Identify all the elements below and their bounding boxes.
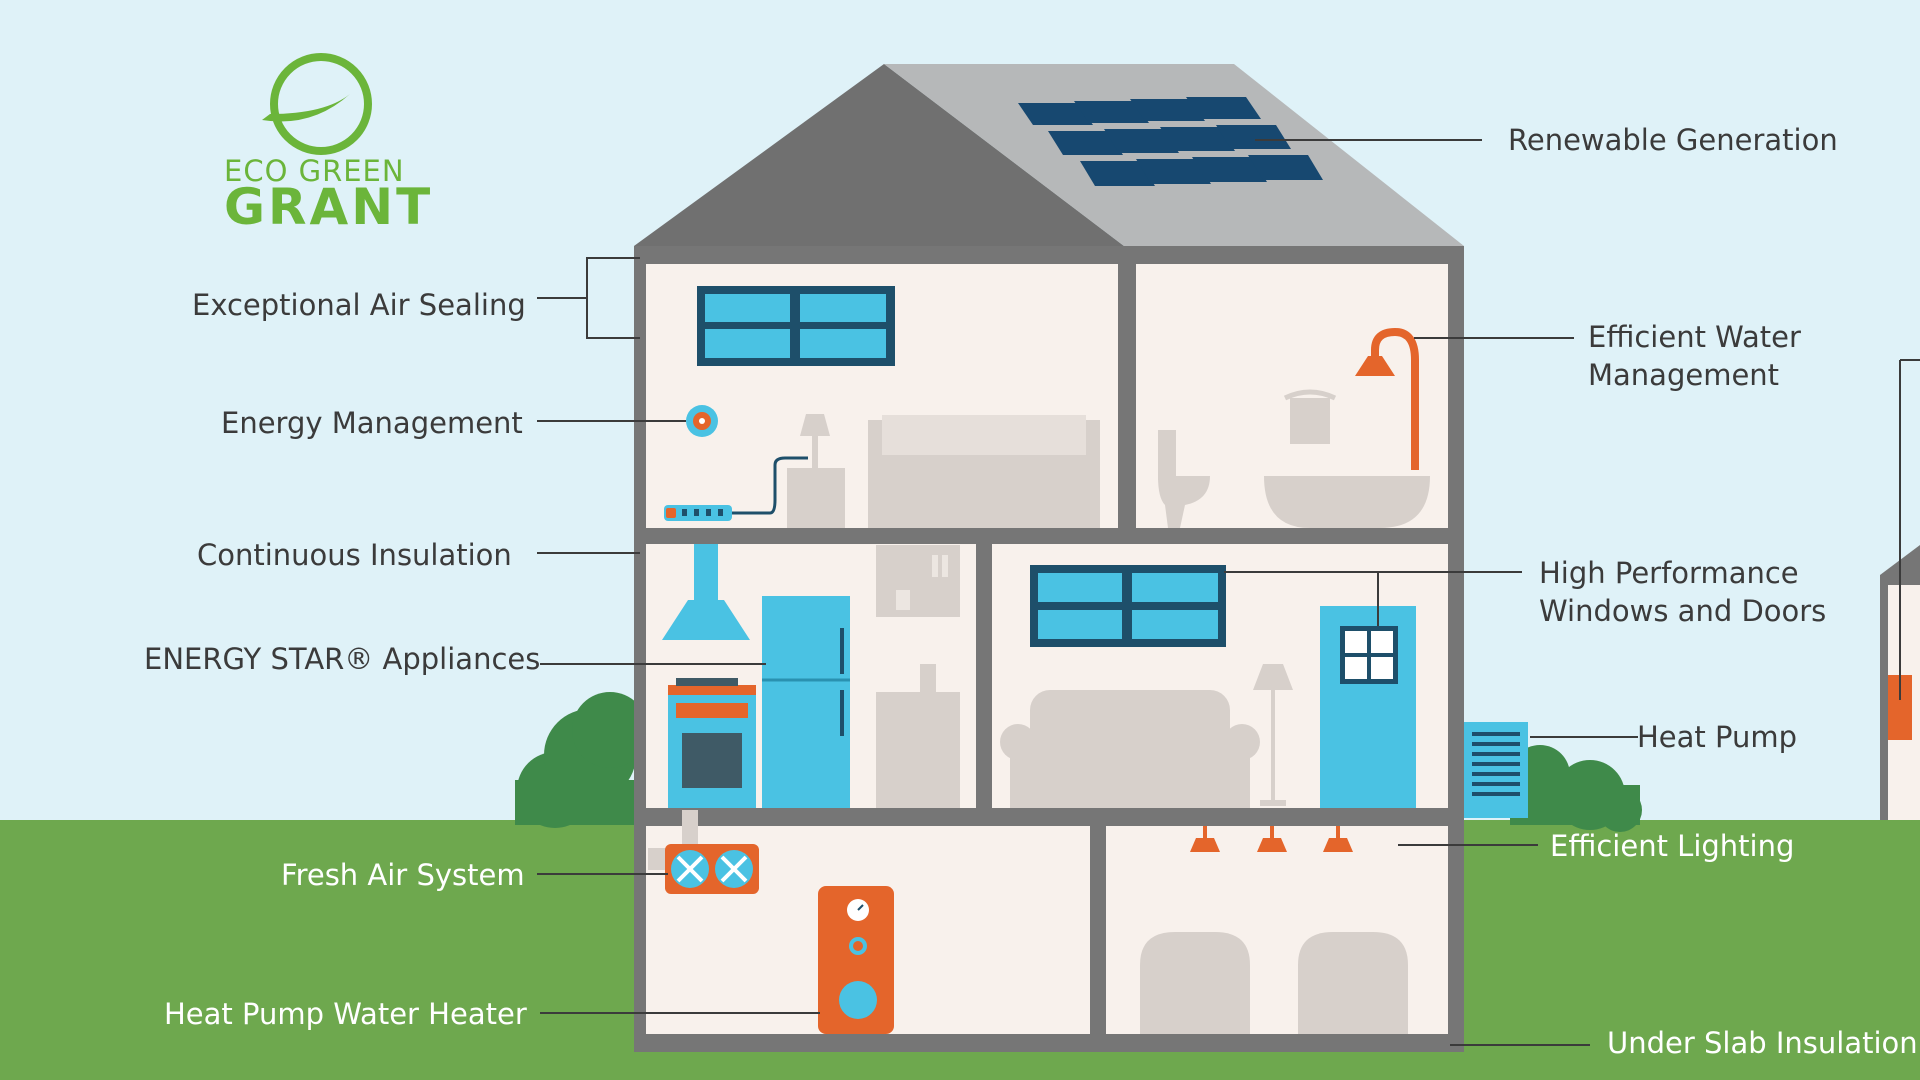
label-efficient-water-line1: Efficient Water — [1588, 320, 1801, 354]
leader-lines — [537, 139, 1638, 1046]
living-room-furniture — [1000, 664, 1293, 808]
range-hood — [662, 544, 750, 640]
label-continuous-insulation: Continuous Insulation — [197, 538, 512, 572]
label-energy-star-appliances: ENERGY STAR® Appliances — [144, 642, 541, 676]
kitchen-shelves — [876, 545, 960, 808]
label-renewable-generation: Renewable Generation — [1508, 123, 1838, 157]
label-windows-doors-line1: High Performance — [1539, 556, 1799, 590]
bedroom-furniture — [787, 414, 1100, 528]
stove[interactable] — [668, 678, 756, 808]
label-efficient-water-line2: Management — [1588, 358, 1780, 392]
logo-text-line1: ECO GREEN — [224, 154, 405, 188]
label-windows-doors-line2: Windows and Doors — [1539, 594, 1827, 628]
heat-pump-water-heater[interactable] — [818, 886, 894, 1034]
garage-furniture — [1140, 932, 1408, 1034]
label-fresh-air-system: Fresh Air System — [281, 858, 525, 892]
logo-text-line2: GRANT — [224, 178, 434, 236]
label-heat-pump: Heat Pump — [1637, 720, 1798, 754]
roof-left — [634, 64, 1124, 246]
label-efficient-lighting: Efficient Lighting — [1550, 829, 1795, 863]
label-air-sealing: Exceptional Air Sealing — [192, 288, 526, 322]
left-bush — [515, 692, 648, 828]
smart-power-strip — [664, 456, 808, 521]
right-bush — [1510, 745, 1642, 832]
label-energy-management: Energy Management — [221, 406, 523, 440]
label-heat-pump-water-heater: Heat Pump Water Heater — [164, 997, 527, 1031]
neighbor-house — [1880, 359, 1920, 820]
label-under-slab-insulation: Under Slab Insulation — [1607, 1026, 1918, 1060]
refrigerator[interactable] — [762, 596, 850, 808]
thermostat — [686, 405, 718, 437]
ceiling-lights — [1190, 826, 1353, 852]
fresh-air-ventilation-unit[interactable] — [648, 810, 759, 894]
living-room-window — [1030, 565, 1226, 647]
solar-panel-array — [1018, 97, 1323, 186]
bathroom-fixtures — [1158, 327, 1430, 528]
front-door[interactable] — [1320, 606, 1416, 808]
heat-pump-unit[interactable] — [1464, 722, 1528, 818]
bedroom-window — [697, 286, 895, 366]
eco-green-logo-mark — [262, 53, 372, 155]
